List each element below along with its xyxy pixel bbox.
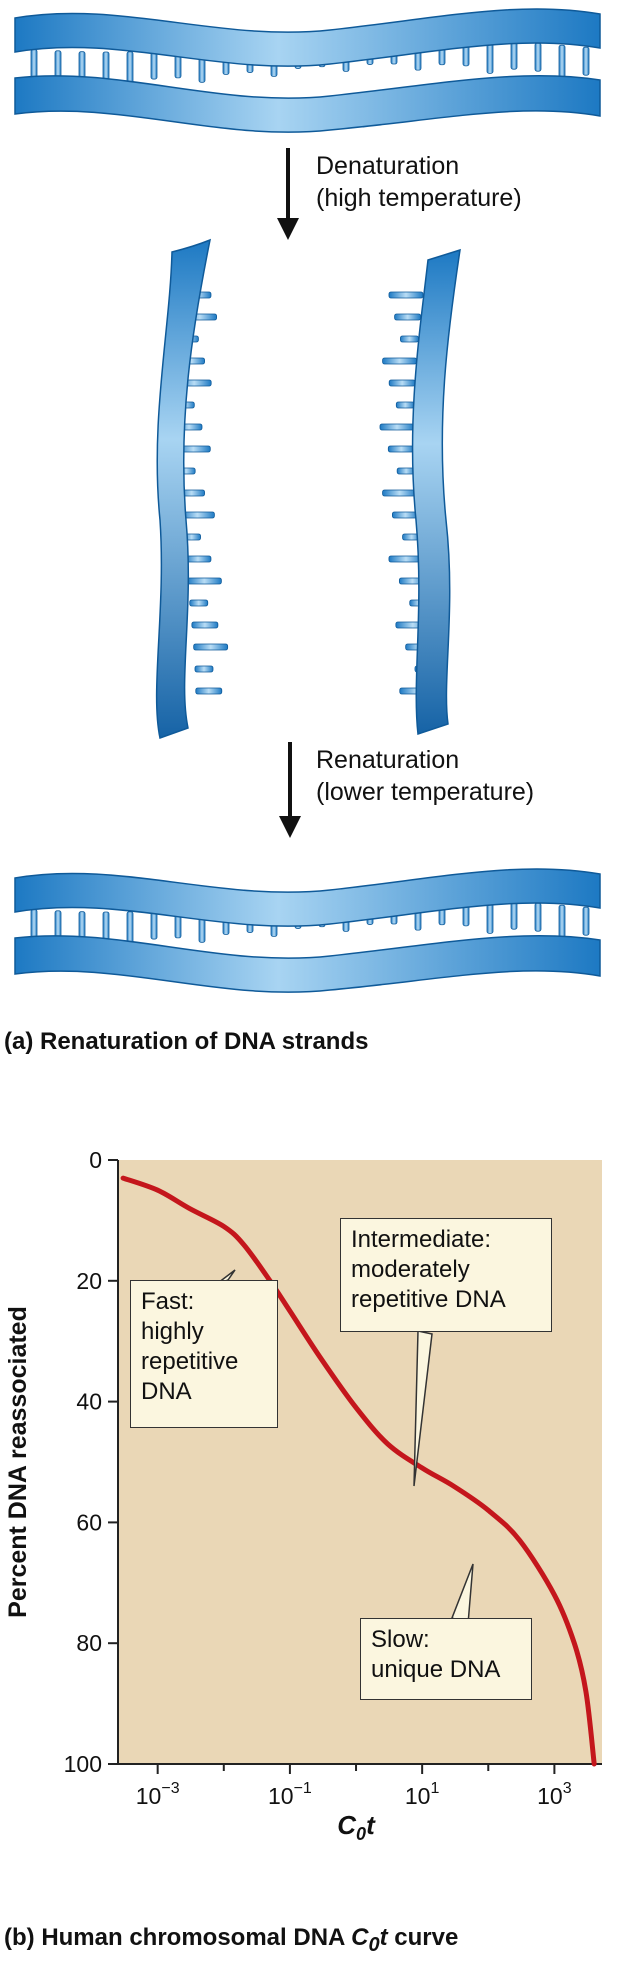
callout-slow-line2: unique DNA — [371, 1656, 501, 1683]
base-stub — [189, 599, 209, 607]
y-tick-label: 40 — [76, 1389, 102, 1415]
callout-fast-line4: DNA — [141, 1378, 192, 1405]
base-stub — [388, 379, 416, 387]
base-stub — [193, 643, 229, 651]
base-pair-bar — [150, 50, 158, 80]
y-tick-label: 80 — [76, 1630, 102, 1656]
caption-b-prefix: (b) Human chromosomal DNA — [4, 1924, 352, 1951]
denaturation-line1: Denaturation — [316, 152, 460, 180]
base-pair-bar — [150, 910, 158, 940]
caption-b: (b) Human chromosomal DNA C0t curve — [4, 1924, 458, 1957]
y-tick-label: 0 — [89, 1147, 102, 1173]
callout-fast-line3: repetitive — [141, 1348, 239, 1375]
denaturation-label: Denaturation (high temperature) — [316, 150, 522, 214]
y-tick-label: 60 — [76, 1509, 102, 1535]
base-stub — [379, 423, 415, 431]
base-pair-bar — [582, 906, 590, 936]
callout-fast-line1: Fast: — [141, 1288, 195, 1315]
base-stub — [382, 489, 417, 497]
base-pair-bar — [534, 42, 542, 72]
separated-strand-left — [155, 238, 229, 739]
strand-lower — [14, 935, 601, 993]
base-pair-bar — [582, 46, 590, 76]
dna-double-strand-bottom — [14, 868, 601, 993]
base-stub — [186, 577, 222, 585]
base-pair-bar — [534, 902, 542, 932]
x-tick-label: 10−1 — [268, 1780, 312, 1809]
y-axis-label: Percent DNA reassociated — [4, 1306, 32, 1618]
x-tick-label: 103 — [537, 1780, 572, 1809]
denaturation-arrow — [277, 148, 299, 240]
base-pair-bar — [30, 49, 38, 78]
x-axis-label: C0t — [337, 1810, 376, 1844]
callout-fast-line2: highly — [141, 1318, 204, 1345]
renaturation-label: Renaturation (lower temperature) — [316, 744, 534, 808]
caption-b-sub: 0 — [368, 1933, 380, 1956]
base-stub — [400, 335, 419, 343]
strand-lower — [14, 75, 601, 133]
separated-strand-right — [379, 248, 461, 736]
caption-b-t: t — [379, 1924, 388, 1951]
base-stub — [382, 357, 417, 365]
strand-upper — [14, 8, 601, 67]
x-tick-label: 10−3 — [136, 1780, 180, 1809]
callout-intermediate-line1: Intermediate: — [351, 1226, 492, 1253]
base-stub — [191, 621, 219, 629]
base-pair-bar — [510, 900, 518, 930]
base-stub — [388, 291, 424, 299]
strand-upper — [14, 868, 601, 927]
base-stub — [394, 313, 421, 321]
cot-curve — [120, 1175, 597, 1767]
callout-slow: Slow: unique DNA — [360, 1618, 532, 1700]
callout-intermediate-line2: moderately — [351, 1256, 470, 1283]
base-pair-bar — [558, 904, 566, 940]
base-stub — [194, 665, 214, 673]
base-stub — [392, 511, 419, 519]
callout-slow-line1: Slow: — [371, 1626, 430, 1653]
x-tick-label: 101 — [405, 1780, 440, 1809]
callout-intermediate: Intermediate: moderately repetitive DNA — [340, 1218, 552, 1332]
caption-b-c: C — [351, 1924, 369, 1951]
caption-b-suffix: curve — [387, 1924, 459, 1951]
base-pair-bar — [78, 51, 86, 81]
base-stub — [387, 445, 415, 453]
base-pair-bar — [102, 51, 110, 81]
denaturation-line2: (high temperature) — [316, 184, 522, 212]
renaturation-line2: (lower temperature) — [316, 778, 535, 806]
base-pair-bar — [558, 44, 566, 80]
callout-intermediate-line3: repetitive DNA — [351, 1286, 506, 1313]
y-tick-label: 20 — [76, 1268, 102, 1294]
dna-double-strand-top — [14, 8, 601, 133]
base-pair-bar — [78, 911, 86, 941]
base-pair-bar — [102, 911, 110, 941]
callout-fast: Fast: highly repetitive DNA — [130, 1280, 278, 1428]
base-stub — [395, 401, 415, 409]
callout-pointer-intermediate — [413, 1330, 433, 1487]
renaturation-line1: Renaturation — [316, 746, 460, 774]
y-tick-label: 100 — [64, 1751, 102, 1777]
base-pair-bar — [30, 909, 38, 938]
caption-a: (a) Renaturation of DNA strands — [4, 1028, 369, 1055]
renaturation-arrow — [279, 742, 301, 838]
base-stub — [195, 687, 223, 695]
base-pair-bar — [510, 40, 518, 70]
